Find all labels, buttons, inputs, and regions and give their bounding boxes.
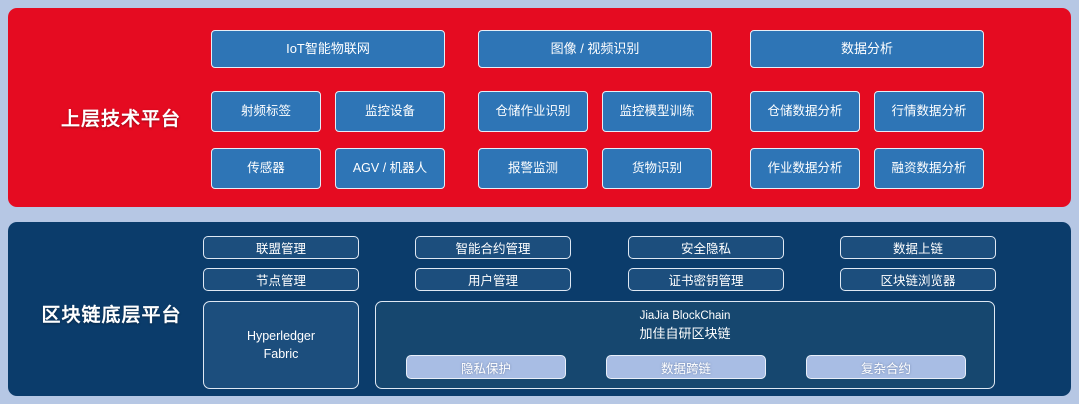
jiajia-blockchain-box[interactable]: JiaJia BlockChain 加佳自研区块链 隐私保护 数据跨链 复杂合约 <box>375 301 995 389</box>
upper-box-operation-data-analysis[interactable]: 作业数据分析 <box>750 148 860 189</box>
lower-box-alliance-management[interactable]: 联盟管理 <box>203 236 359 259</box>
hyperledger-fabric-box[interactable]: Hyperledger Fabric <box>203 301 359 389</box>
upper-box-monitor-device[interactable]: 监控设备 <box>335 91 445 132</box>
jiajia-title-en: JiaJia BlockChain <box>639 310 731 322</box>
upper-box-financing-data-analysis[interactable]: 融资数据分析 <box>874 148 984 189</box>
jiajia-blockchain-title: JiaJia BlockChain 加佳自研区块链 <box>376 309 994 342</box>
lower-box-user-management[interactable]: 用户管理 <box>415 268 571 291</box>
upper-group-head-data-analysis[interactable]: 数据分析 <box>750 30 984 68</box>
upper-tier-panel: 上层技术平台 IoT智能物联网 射频标签 监控设备 传感器 AGV / 机器人 … <box>8 8 1071 207</box>
lower-box-blockchain-explorer[interactable]: 区块链浏览器 <box>840 268 996 291</box>
jiajia-feature-complex-contract[interactable]: 复杂合约 <box>806 355 966 379</box>
upper-box-alarm-monitoring[interactable]: 报警监测 <box>478 148 588 189</box>
jiajia-title-cn: 加佳自研区块链 <box>639 325 731 341</box>
upper-box-monitor-model-training[interactable]: 监控模型训练 <box>602 91 712 132</box>
lower-box-node-management[interactable]: 节点管理 <box>203 268 359 291</box>
hyperledger-line-1: Hyperledger <box>246 328 316 343</box>
hyperledger-line-2: Fabric <box>263 347 299 361</box>
jiajia-feature-cross-chain-data[interactable]: 数据跨链 <box>606 355 766 379</box>
lower-box-security-privacy[interactable]: 安全隐私 <box>628 236 784 259</box>
lower-box-smart-contract-management[interactable]: 智能合约管理 <box>415 236 571 259</box>
lower-tier-label: 区块链底层平台 <box>41 305 182 326</box>
upper-group-head-image-video[interactable]: 图像 / 视频识别 <box>478 30 712 68</box>
lower-box-cert-key-management[interactable]: 证书密钥管理 <box>628 268 784 291</box>
upper-box-sensor[interactable]: 传感器 <box>211 148 321 189</box>
upper-box-agv-robot[interactable]: AGV / 机器人 <box>335 148 445 189</box>
upper-box-goods-recognition[interactable]: 货物识别 <box>602 148 712 189</box>
upper-box-rfid[interactable]: 射频标签 <box>211 91 321 132</box>
upper-group-head-iot[interactable]: IoT智能物联网 <box>211 30 445 68</box>
jiajia-feature-privacy-protection[interactable]: 隐私保护 <box>406 355 566 379</box>
upper-tier-label: 上层技术平台 <box>60 109 181 130</box>
lower-box-data-on-chain[interactable]: 数据上链 <box>840 236 996 259</box>
upper-box-market-data-analysis[interactable]: 行情数据分析 <box>874 91 984 132</box>
upper-box-warehouse-data-analysis[interactable]: 仓储数据分析 <box>750 91 860 132</box>
upper-box-warehouse-ops-recognition[interactable]: 仓储作业识别 <box>478 91 588 132</box>
